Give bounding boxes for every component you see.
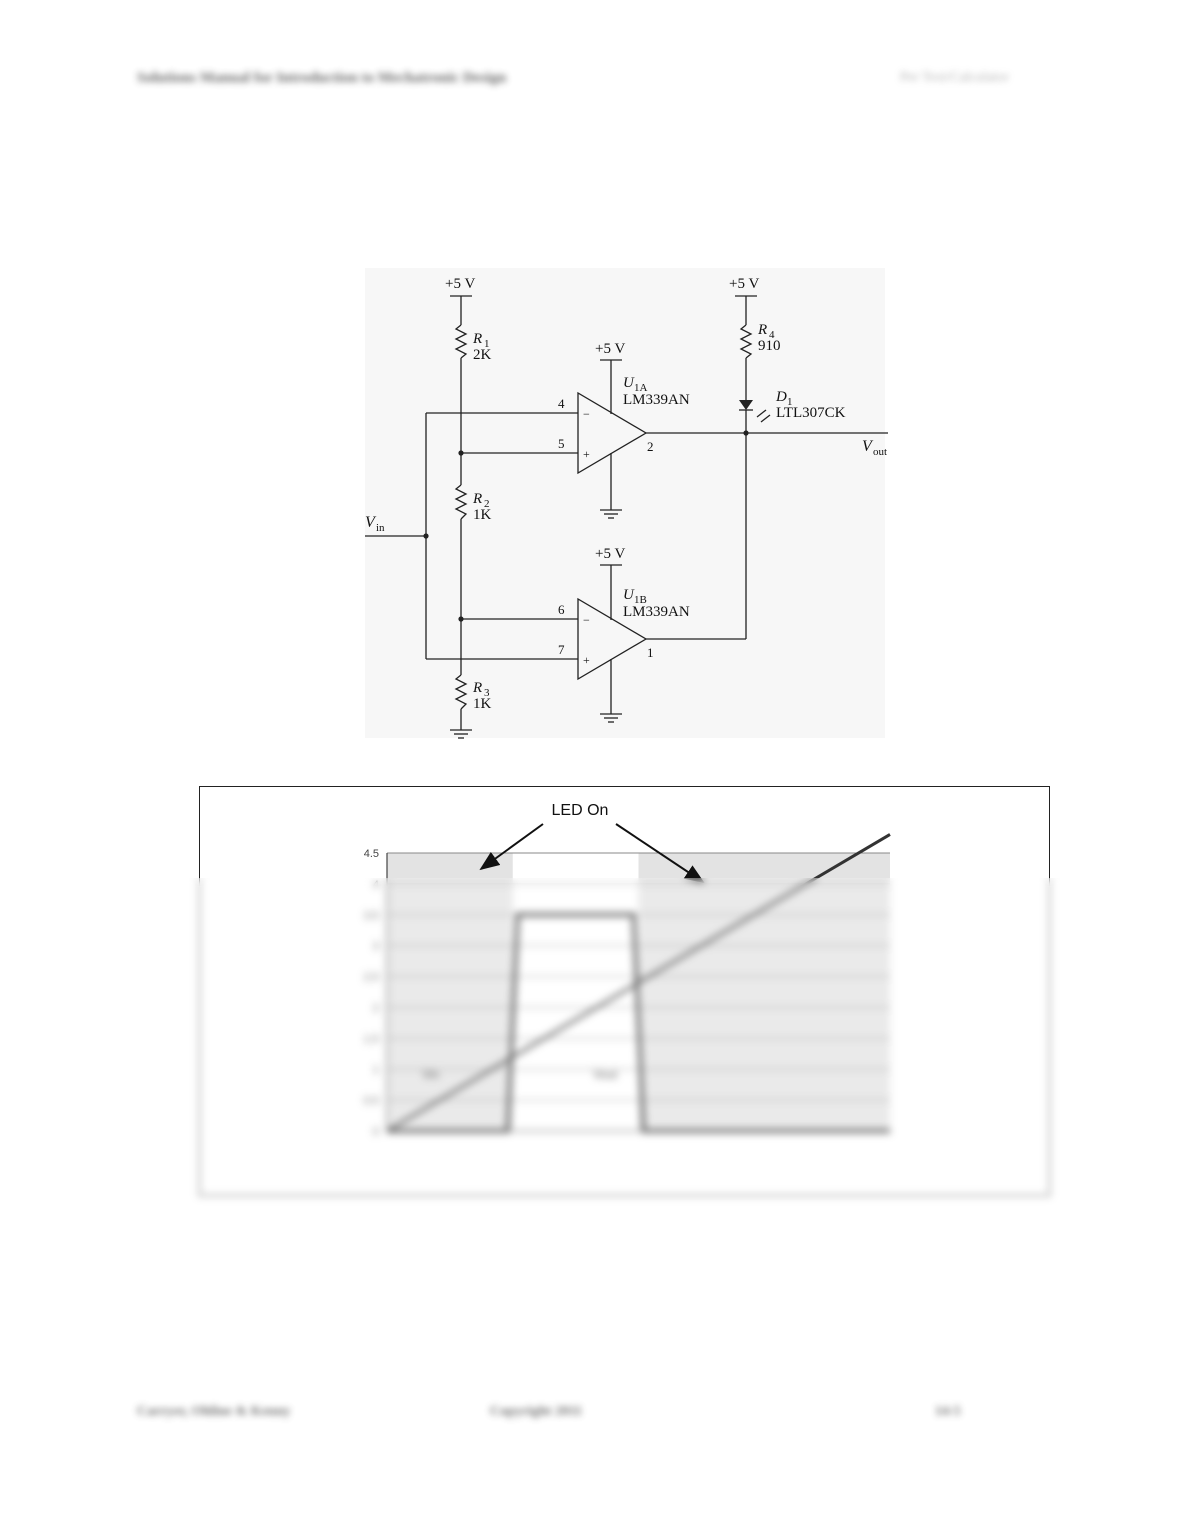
led-emission-arrow <box>756 409 767 418</box>
r4-resistor <box>739 324 753 359</box>
vin-subscript: in <box>376 522 385 534</box>
r3-name: R <box>472 680 482 696</box>
window-comparator-schematic: +5 V +5 V +5 V +5 V R 1 2K R 2 1K R 3 1K… <box>365 268 888 739</box>
u1b-part: LM339AN <box>623 604 690 620</box>
r4-subscript: 4 <box>769 329 775 341</box>
r1-resistor <box>454 324 468 359</box>
u1a-part: LM339AN <box>623 392 690 408</box>
supply-label-u1b: +5 V <box>595 546 625 562</box>
schematic-junctions <box>423 430 749 622</box>
vout-subscript: out <box>873 446 887 458</box>
u1a-noninverting-sign: + <box>583 447 590 461</box>
led-diode-symbol <box>739 400 753 410</box>
r1-value: 2K <box>473 347 492 363</box>
annotation-arrow-left <box>479 823 544 871</box>
r4-name: R <box>757 322 767 338</box>
r2-resistor <box>454 484 468 520</box>
u1b-inverting-sign: − <box>583 613 590 627</box>
r3-resistor <box>454 674 468 710</box>
header-right-text: Per Text/Calculator <box>900 70 1009 85</box>
blurred-preview-overlay <box>180 878 1070 1218</box>
u1b-name: U <box>623 587 635 603</box>
r2-value: 1K <box>473 507 492 523</box>
y-tick-label: 4.5 <box>364 848 379 860</box>
pin-7-label: 7 <box>558 642 565 657</box>
pin-5-label: 5 <box>558 436 565 451</box>
footer-authors: Carryer, Ohline & Kenny <box>137 1404 291 1419</box>
header-title: Solutions Manual for Introduction to Mec… <box>137 70 507 86</box>
annotation-arrow-right <box>615 823 705 884</box>
d1-name: D <box>775 389 787 405</box>
r1-name: R <box>472 331 482 347</box>
supply-label-right: +5 V <box>729 276 759 292</box>
u1a-subscript: 1A <box>634 382 648 394</box>
pin-6-label: 6 <box>558 602 565 617</box>
pin-2-label: 2 <box>647 439 654 454</box>
r2-name: R <box>472 491 482 507</box>
pin-1-label: 1 <box>647 645 654 660</box>
footer-copyright: Copyright 2011 <box>490 1404 583 1419</box>
u1a-name: U <box>623 375 635 391</box>
r4-value: 910 <box>758 338 781 354</box>
schematic-background <box>365 268 885 738</box>
u1b-comparator <box>577 597 648 681</box>
d1-subscript: 1 <box>787 396 793 408</box>
u1b-noninverting-sign: + <box>583 653 590 667</box>
supply-label-left: +5 V <box>445 276 475 292</box>
pin-4-label: 4 <box>558 396 565 411</box>
r3-value: 1K <box>473 696 492 712</box>
vin-label: V <box>365 514 377 531</box>
u1a-comparator <box>577 391 648 475</box>
r2-subscript: 2 <box>484 498 490 510</box>
footer-page-number: 14-5 <box>935 1404 961 1419</box>
u1a-inverting-sign: − <box>583 407 590 421</box>
r1-subscript: 1 <box>484 338 490 350</box>
vout-label: V <box>862 438 874 455</box>
d1-part: LTL307CK <box>776 405 846 421</box>
schematic-wires <box>365 295 888 739</box>
r3-subscript: 3 <box>484 687 490 699</box>
u1b-subscript: 1B <box>634 594 647 606</box>
led-on-annotation: LED On <box>552 802 609 819</box>
supply-label-u1a: +5 V <box>595 341 625 357</box>
